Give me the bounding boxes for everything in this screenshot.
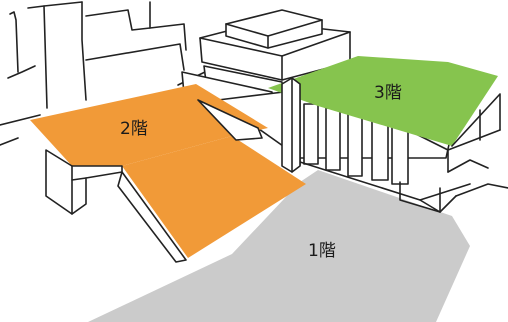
- floor-3-group: [268, 56, 501, 151]
- floor-1-label: 1階: [308, 241, 336, 261]
- floor-1-area: [88, 170, 470, 322]
- floor-2-group: [30, 84, 306, 263]
- floor-3-label: 3階: [374, 83, 402, 103]
- floor-2-label: 2階: [120, 119, 148, 139]
- floor-3-area: [268, 56, 498, 146]
- floor-2-ramp: [122, 136, 306, 258]
- front-column: [281, 77, 301, 173]
- middle-building: [217, 89, 508, 213]
